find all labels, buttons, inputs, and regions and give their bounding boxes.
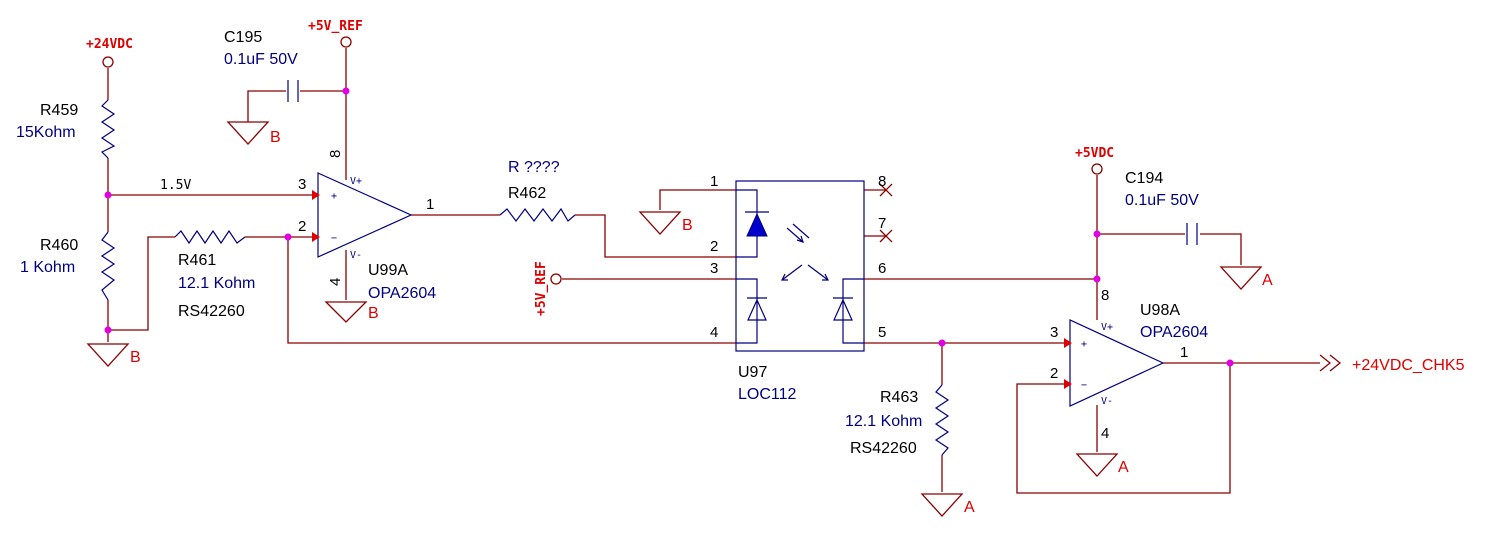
resistor-r459 <box>100 99 116 159</box>
u98-vplus-mark: V+ <box>1101 322 1113 333</box>
ground-label-a: A <box>1262 272 1273 289</box>
r459-value: 15Kohm <box>16 124 76 141</box>
r463-value: 12.1 Kohm <box>845 413 922 430</box>
r460-ref: R460 <box>40 237 78 254</box>
u97-pin-6: 6 <box>878 260 886 277</box>
ground-label-b: B <box>130 349 141 366</box>
u98-ref: U98A <box>1140 302 1180 319</box>
capacitor-c194 <box>1186 223 1198 245</box>
ground-label-b: B <box>682 217 693 234</box>
u99-minus-mark: − <box>331 233 337 244</box>
junction-dot <box>104 326 112 334</box>
resistor-r460 <box>100 231 116 301</box>
ground-label-a: A <box>1118 459 1129 476</box>
u97-value: LOC112 <box>738 386 797 403</box>
wires <box>107 48 1320 494</box>
junction-dot <box>938 339 946 347</box>
opamp-u98a <box>1064 319 1165 407</box>
ground-label-b: B <box>270 129 281 146</box>
u99-ref: U99A <box>368 262 408 279</box>
power-port-5vdc <box>1091 163 1103 175</box>
r463-partnumber: RS42260 <box>850 440 917 457</box>
power-port-24vdc <box>102 56 114 68</box>
net-label-1-5v: 1.5V <box>160 178 191 193</box>
u97-pin-5: 5 <box>878 324 886 341</box>
u98-pin-2: 2 <box>1050 365 1058 382</box>
r461-partnumber: RS42260 <box>178 303 245 320</box>
u99-vplus-mark: V+ <box>350 176 362 187</box>
r461-ref: R461 <box>178 252 216 269</box>
u97-pin-1: 1 <box>710 173 718 190</box>
ground-icon <box>1075 453 1119 477</box>
junction-dot <box>1226 359 1234 367</box>
junction-dot <box>1093 275 1101 283</box>
power-port-5vref-top <box>340 36 352 48</box>
ground-label-b: B <box>368 305 379 322</box>
ground-icon <box>226 120 270 145</box>
u97-pin-7: 7 <box>878 215 886 232</box>
output-port-arrow <box>1319 354 1332 372</box>
junction-dot <box>342 87 350 95</box>
ground-icon <box>324 301 368 323</box>
label-24vdc: +24VDC <box>86 37 133 52</box>
u98-pin-1: 1 <box>1180 344 1188 361</box>
u98-pin-4: 4 <box>1101 425 1109 442</box>
r461-value: 12.1 Kohm <box>178 275 255 292</box>
r462-placeholder: R ???? <box>508 159 560 176</box>
junction-dot <box>1093 230 1101 238</box>
power-port-5vref-side <box>550 273 562 285</box>
u98-pin-8: 8 <box>1101 287 1109 304</box>
u98-value: OPA2604 <box>1140 324 1208 341</box>
c194-ref: C194 <box>1125 170 1163 187</box>
u98-pin-3: 3 <box>1050 324 1058 341</box>
u99-value: OPA2604 <box>368 285 436 302</box>
u99-plus-mark: + <box>331 191 337 202</box>
c195-value: 0.1uF 50V <box>224 51 298 68</box>
c195-ref: C195 <box>224 29 262 46</box>
junction-dots <box>104 87 1234 367</box>
u97-pin-2: 2 <box>710 238 718 255</box>
ground-icon <box>1219 266 1263 290</box>
u99-pin-1: 1 <box>426 196 434 213</box>
label-5vref-side: +5V_REF <box>534 261 549 316</box>
c194-value: 0.1uF 50V <box>1125 192 1199 209</box>
ground-icon <box>86 343 130 367</box>
label-5vdc: +5VDC <box>1075 146 1114 161</box>
ground-label-a: A <box>964 499 975 516</box>
u99-vminus-mark: V- <box>350 250 362 261</box>
resistor-r462 <box>499 207 576 222</box>
power-ports <box>102 36 1342 372</box>
u99-pin-2: 2 <box>298 218 306 235</box>
ground-symbols <box>86 120 1263 517</box>
r459-ref: R459 <box>40 102 78 119</box>
ground-icon <box>920 493 964 517</box>
ground-icon <box>638 211 682 235</box>
u98-plus-mark: + <box>1081 339 1087 350</box>
u97-pin-3: 3 <box>710 260 718 277</box>
u99-pin-3: 3 <box>298 176 306 193</box>
opamp-u99a <box>312 172 413 258</box>
u97-ref: U97 <box>738 364 767 381</box>
u98-vminus-mark: V- <box>1101 396 1113 407</box>
junction-dot <box>104 191 112 199</box>
u99-pin-8: 8 <box>327 150 344 158</box>
resistor-r461 <box>174 229 246 245</box>
label-output-net: +24VDC_CHK5 <box>1352 357 1465 374</box>
u97-pin-8: 8 <box>878 173 886 190</box>
r463-ref: R463 <box>880 389 918 406</box>
optocoupler-u97 <box>735 180 893 352</box>
r462-ref: R462 <box>508 185 546 202</box>
resistor-r463 <box>934 384 950 456</box>
u97-pin-4: 4 <box>710 324 718 341</box>
capacitor-c195 <box>287 80 299 102</box>
label-5vref-top: +5V_REF <box>308 19 363 34</box>
u99-pin-4: 4 <box>327 278 344 286</box>
u98-minus-mark: − <box>1081 380 1087 391</box>
junction-dot <box>284 233 292 241</box>
r460-value: 1 Kohm <box>20 259 75 276</box>
